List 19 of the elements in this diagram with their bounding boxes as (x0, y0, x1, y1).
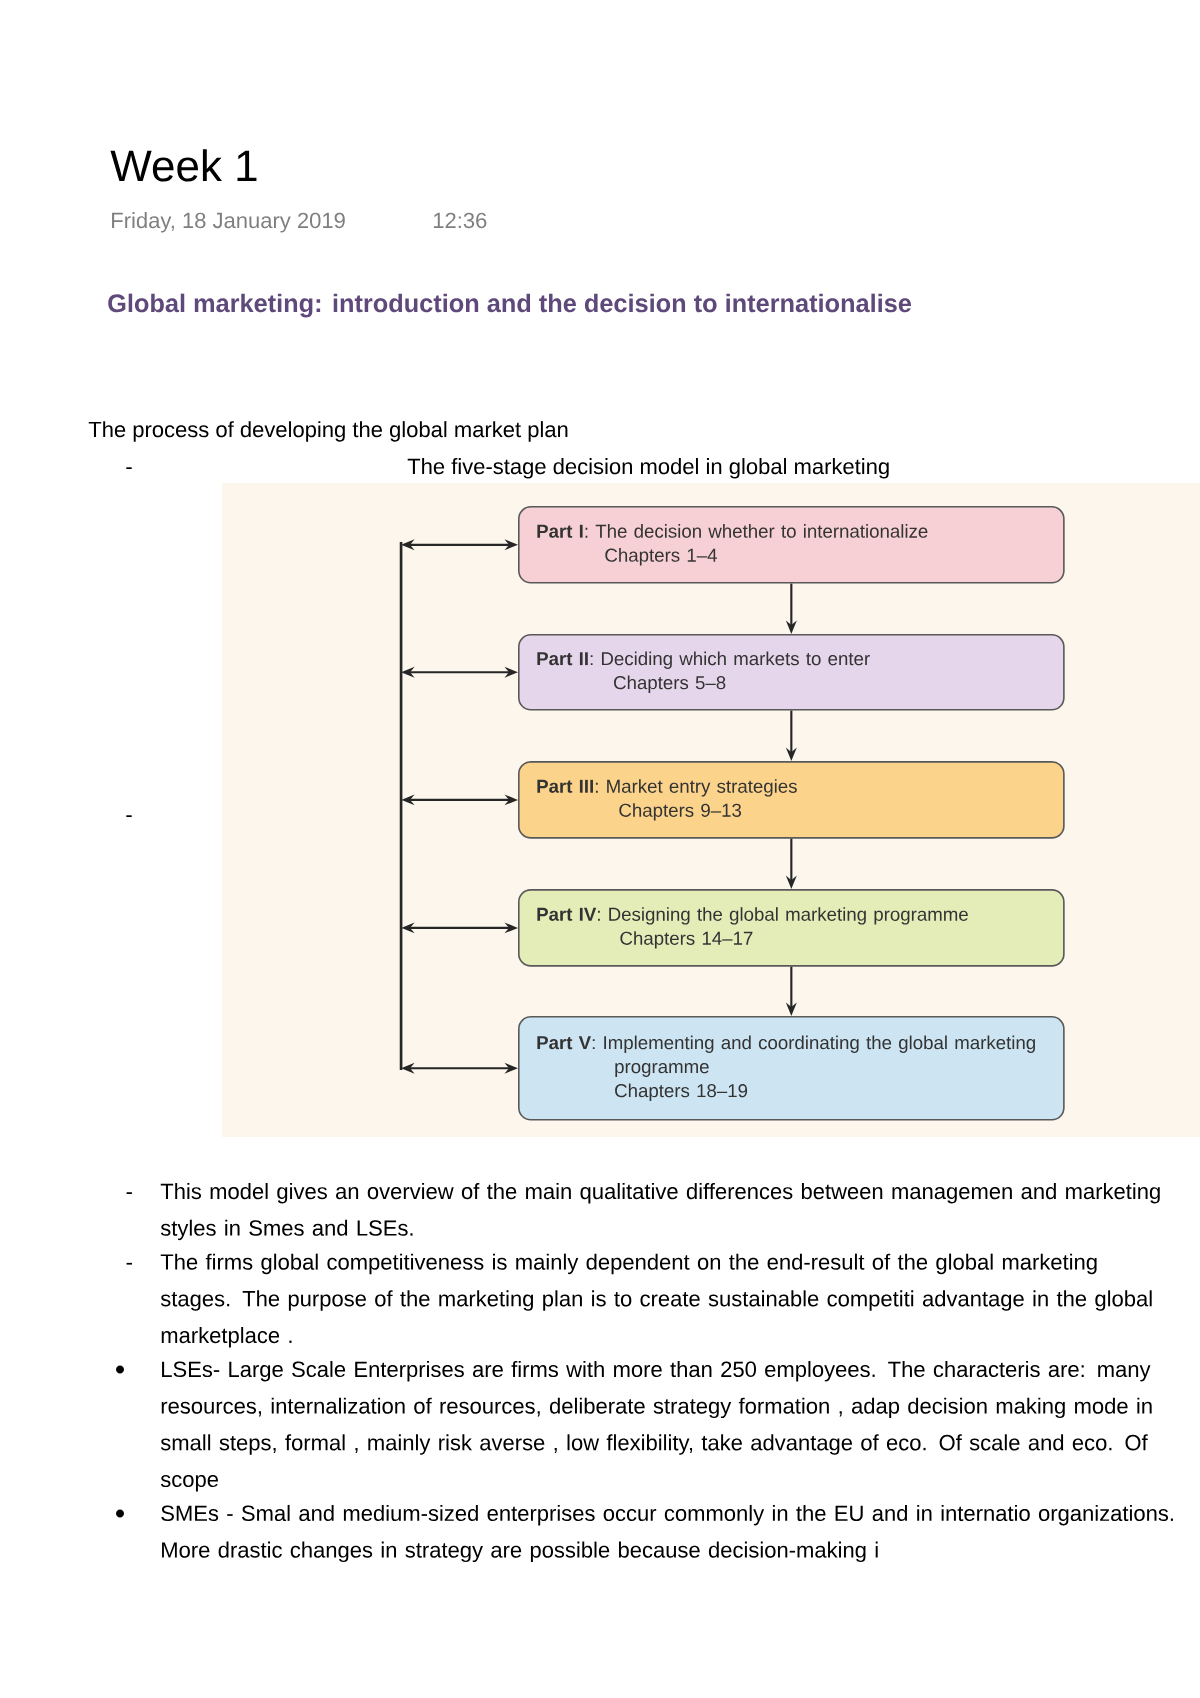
page-title: Week 1 (110, 149, 257, 182)
dash-marker: - (126, 1192, 132, 1194)
time-text: 12:36 (433, 212, 487, 229)
process-box: Part II: Deciding which markets to enter Chapters 5–8 (518, 634, 1065, 711)
bullet-paragraph: SMEs - Smal and medium-sized enterprises occur commonly in the EU and in internatio organizations. More drastic changes in strategy are possible because decision-making i (161, 1504, 1173, 1563)
process-box: Part IV: Designing the global marketing programme Chapters 14–17 (518, 889, 1065, 967)
process-box: Part I: The decision whether to internationalize Chapters 1–4 (518, 506, 1065, 584)
section-heading: Global marketing: introduction and the decision to internationalise (108, 293, 911, 318)
bullet-paragraph: The firms global competitiveness is mainly dependent on the end-result of the global marketing stages. The purpose of the marketing plan is to create sustainable competiti advantage in the global marketplace . (160, 1253, 1152, 1348)
dash-marker: - (126, 1262, 132, 1265)
body-text: The five-stage decision model in global marketing (407, 458, 889, 479)
process-box: Part V: Implementing and coordinating the global marketing programme Chapters 18–19 (518, 1016, 1065, 1121)
bullet-paragraph: LSEs- Large Scale Enterprises are firms with more than 250 employees. The characteris are: many resources, internalization of resources, deliberate strategy formation , adap decision making mode in small steps, formal , mainly risk averse , low flexibility, take advantage of eco. Of scale and eco. Of scope (160, 1360, 1152, 1492)
bullet-paragraph: This model gives an overview of the main qualitative differences between managemen and marketing styles in Smes and LSEs. (160, 1183, 1160, 1241)
dash-marker: - (126, 467, 132, 470)
body-text: The process of developing the global market plan (88, 421, 568, 442)
process-box: Part III: Market entry strategies Chapters 9–13 (518, 761, 1065, 839)
date-text: Friday, 18 January 2019 (112, 212, 345, 233)
dash-marker: - (126, 815, 132, 818)
